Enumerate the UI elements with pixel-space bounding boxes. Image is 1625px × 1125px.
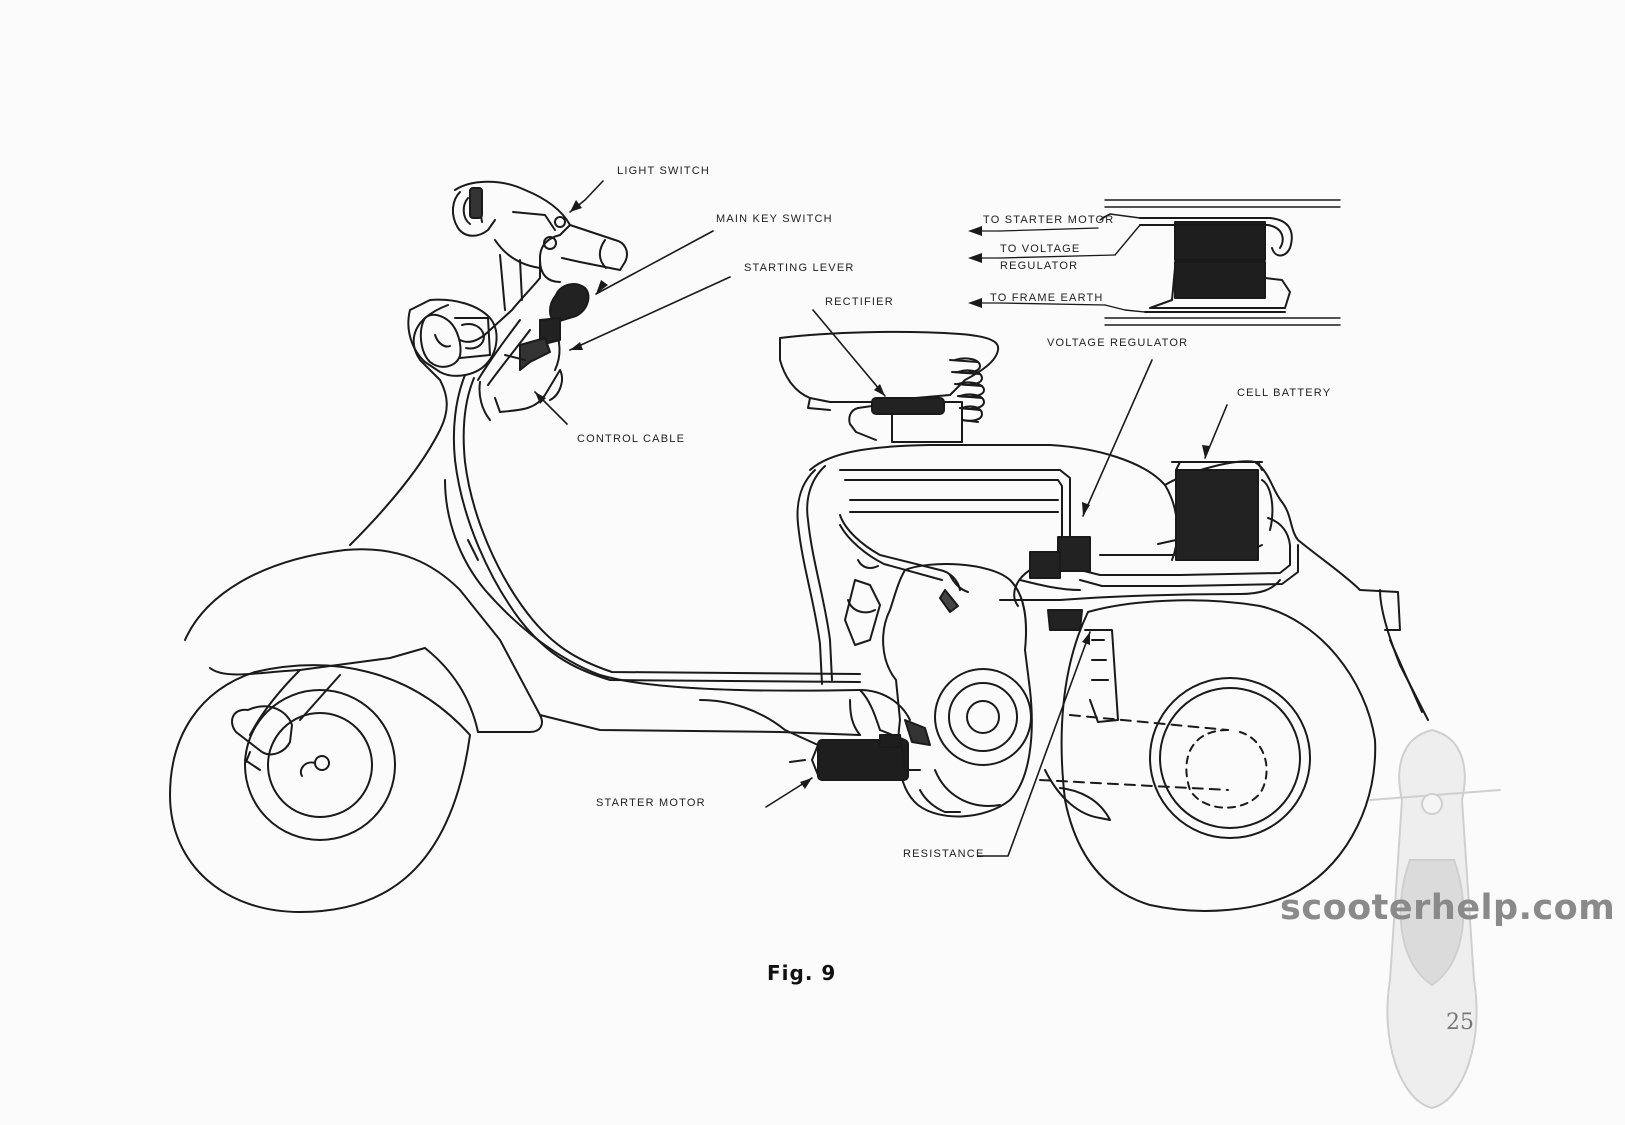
scooter-body [349,304,911,736]
front-wheel [169,664,471,913]
rear-wheel [1039,599,1377,912]
label-main-key-switch: MAIN KEY SWITCH [716,213,833,225]
handlebar-headset [452,180,628,343]
starter-motor-part [699,699,921,781]
seat [779,330,1000,443]
voltage-regulator-part [1013,536,1091,631]
inset-leader-starter [1099,213,1141,221]
cell-battery-part [1157,461,1274,561]
rear-suspension [1084,629,1119,723]
inset-label-to-frame-earth: TO FRAME EARTH [990,292,1104,304]
figure-caption: Fig. 9 [767,961,837,985]
frame-wiring [796,465,1299,685]
leader-voltage-regulator [1082,359,1153,517]
main-key-switch-part [539,283,590,346]
engine-cowl [809,444,1429,721]
label-rectifier: RECTIFIER [825,296,894,308]
label-starting-lever: STARTING LEVER [744,262,855,274]
main-wiring-loom [452,319,861,683]
front-mudguard [184,548,543,736]
page-number: 25 [1446,1010,1474,1035]
leader-main-key-switch [595,230,714,295]
rectifier-part [848,397,945,441]
leader-resistance [977,631,1091,857]
inset-battery-detail [999,199,1341,326]
inset-label-regulator: REGULATOR [1000,260,1079,272]
label-control-cable: CONTROL CABLE [577,433,686,445]
starting-lever-part [504,337,551,371]
headlamp [407,298,498,377]
label-starter-motor: STARTER MOTOR [596,797,706,809]
watermark-scooter-image [1369,729,1501,1109]
watermark-text: scooterhelp.com [1280,888,1616,928]
label-cell-battery: CELL BATTERY [1237,387,1332,399]
label-light-switch: LIGHT SWITCH [617,165,711,177]
leader-arrowheads [535,200,1210,789]
inset-label-to-starter-motor: TO STARTER MOTOR [983,214,1115,226]
leader-starting-lever [569,276,731,351]
inset-label-to-voltage: TO VOLTAGE [1000,243,1081,255]
label-voltage-regulator: VOLTAGE REGULATOR [1047,337,1189,349]
inset-leader-earth [1104,304,1146,313]
inset-leader-voltage [1114,224,1141,256]
label-resistance: RESISTANCE [903,848,985,860]
inset-arrowheads [968,226,982,308]
leader-rectifier [812,309,886,397]
engine-block [844,559,1033,818]
